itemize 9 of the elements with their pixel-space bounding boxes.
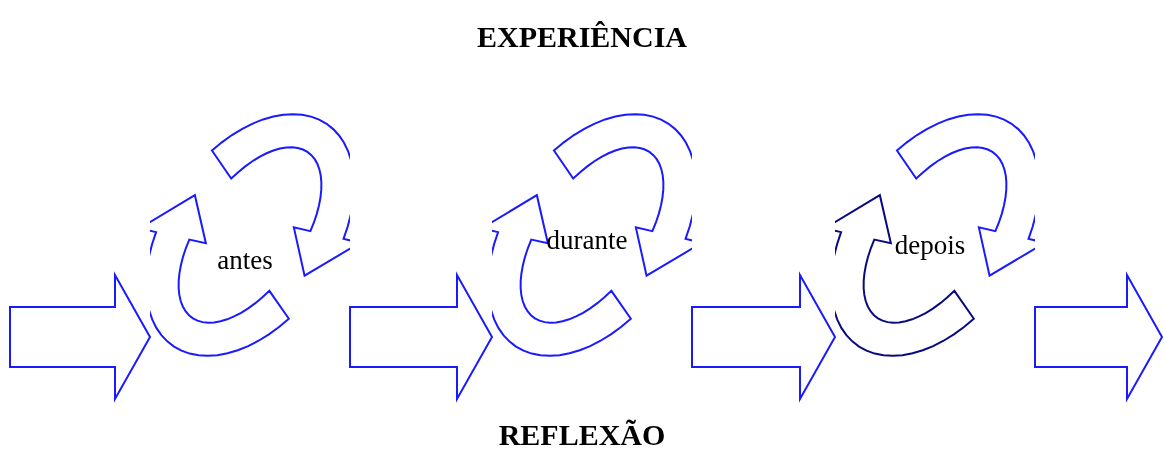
block-arrow [9, 271, 152, 403]
stage-label: durante [546, 226, 628, 254]
block-arrow [1034, 271, 1164, 403]
block-arrow [349, 271, 494, 403]
block-arrow [691, 271, 837, 403]
stage-label: antes [217, 246, 273, 274]
axis-heading: EXPERIÊNCIA [477, 22, 687, 52]
axis-heading: REFLEXÃO [498, 420, 666, 450]
stage-label: depois [894, 231, 966, 259]
